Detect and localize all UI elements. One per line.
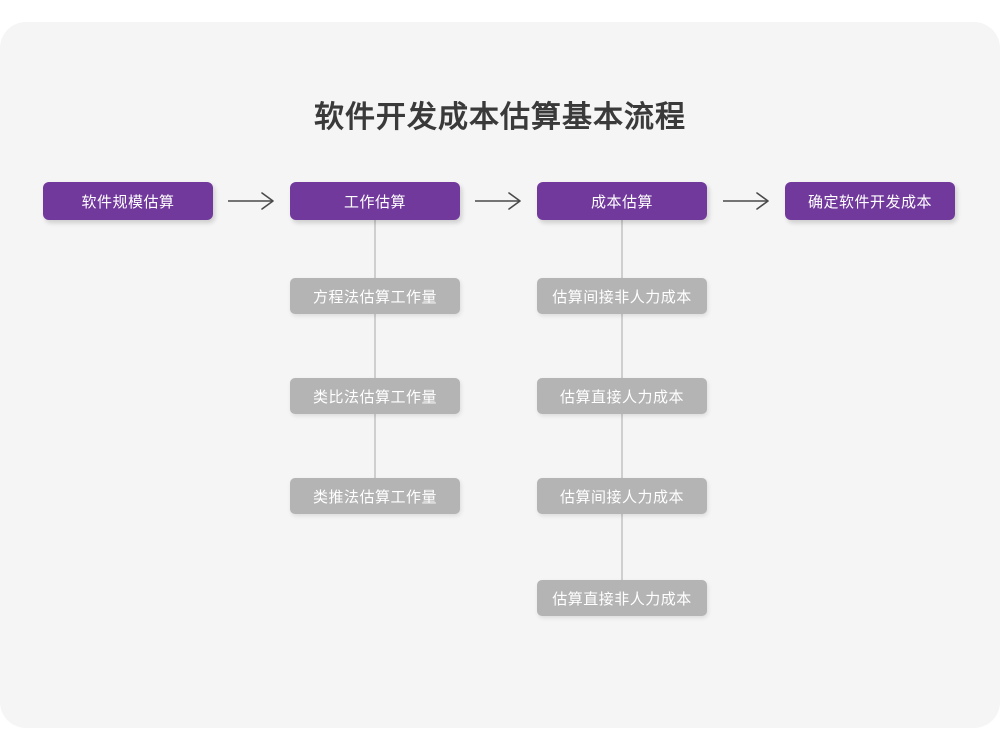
work-substep-node-2[interactable]: 类比法估算工作量: [290, 378, 460, 414]
arrow-1-icon: [226, 190, 280, 212]
main-step-node-4[interactable]: 确定软件开发成本: [785, 182, 955, 220]
diagram-canvas: [0, 22, 1000, 728]
arrow-2-icon: [473, 190, 527, 212]
main-step-node-3[interactable]: 成本估算: [537, 182, 707, 220]
cost-substep-node-3[interactable]: 估算间接人力成本: [537, 478, 707, 514]
work-substep-node-3[interactable]: 类推法估算工作量: [290, 478, 460, 514]
main-step-node-1[interactable]: 软件规模估算: [43, 182, 213, 220]
cost-substep-node-1[interactable]: 估算间接非人力成本: [537, 278, 707, 314]
page-title: 软件开发成本估算基本流程: [314, 101, 686, 134]
work-substep-node-1[interactable]: 方程法估算工作量: [290, 278, 460, 314]
arrow-3-icon: [721, 190, 775, 212]
cost-substep-node-4[interactable]: 估算直接非人力成本: [537, 580, 707, 616]
cost-substep-node-2[interactable]: 估算直接人力成本: [537, 378, 707, 414]
main-step-node-2[interactable]: 工作估算: [290, 182, 460, 220]
